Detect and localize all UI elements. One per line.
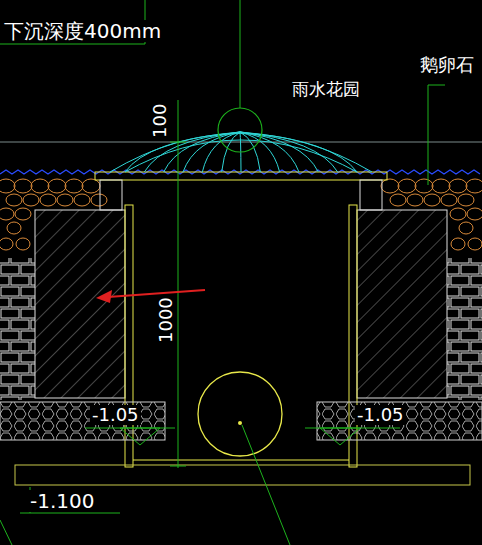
dimension-text: 100 bbox=[150, 102, 170, 140]
annotation-label: -1.05 bbox=[355, 405, 406, 425]
annotation-label: 下沉深度400mm bbox=[2, 20, 163, 42]
dimension-text: 1000 bbox=[156, 295, 176, 345]
annotation-label: 鹅卵石 bbox=[418, 55, 476, 75]
annotation-label: -1.05 bbox=[90, 405, 141, 425]
annotation-label: 雨水花园 bbox=[290, 80, 362, 99]
annotation-label: -1.100 bbox=[28, 490, 96, 512]
